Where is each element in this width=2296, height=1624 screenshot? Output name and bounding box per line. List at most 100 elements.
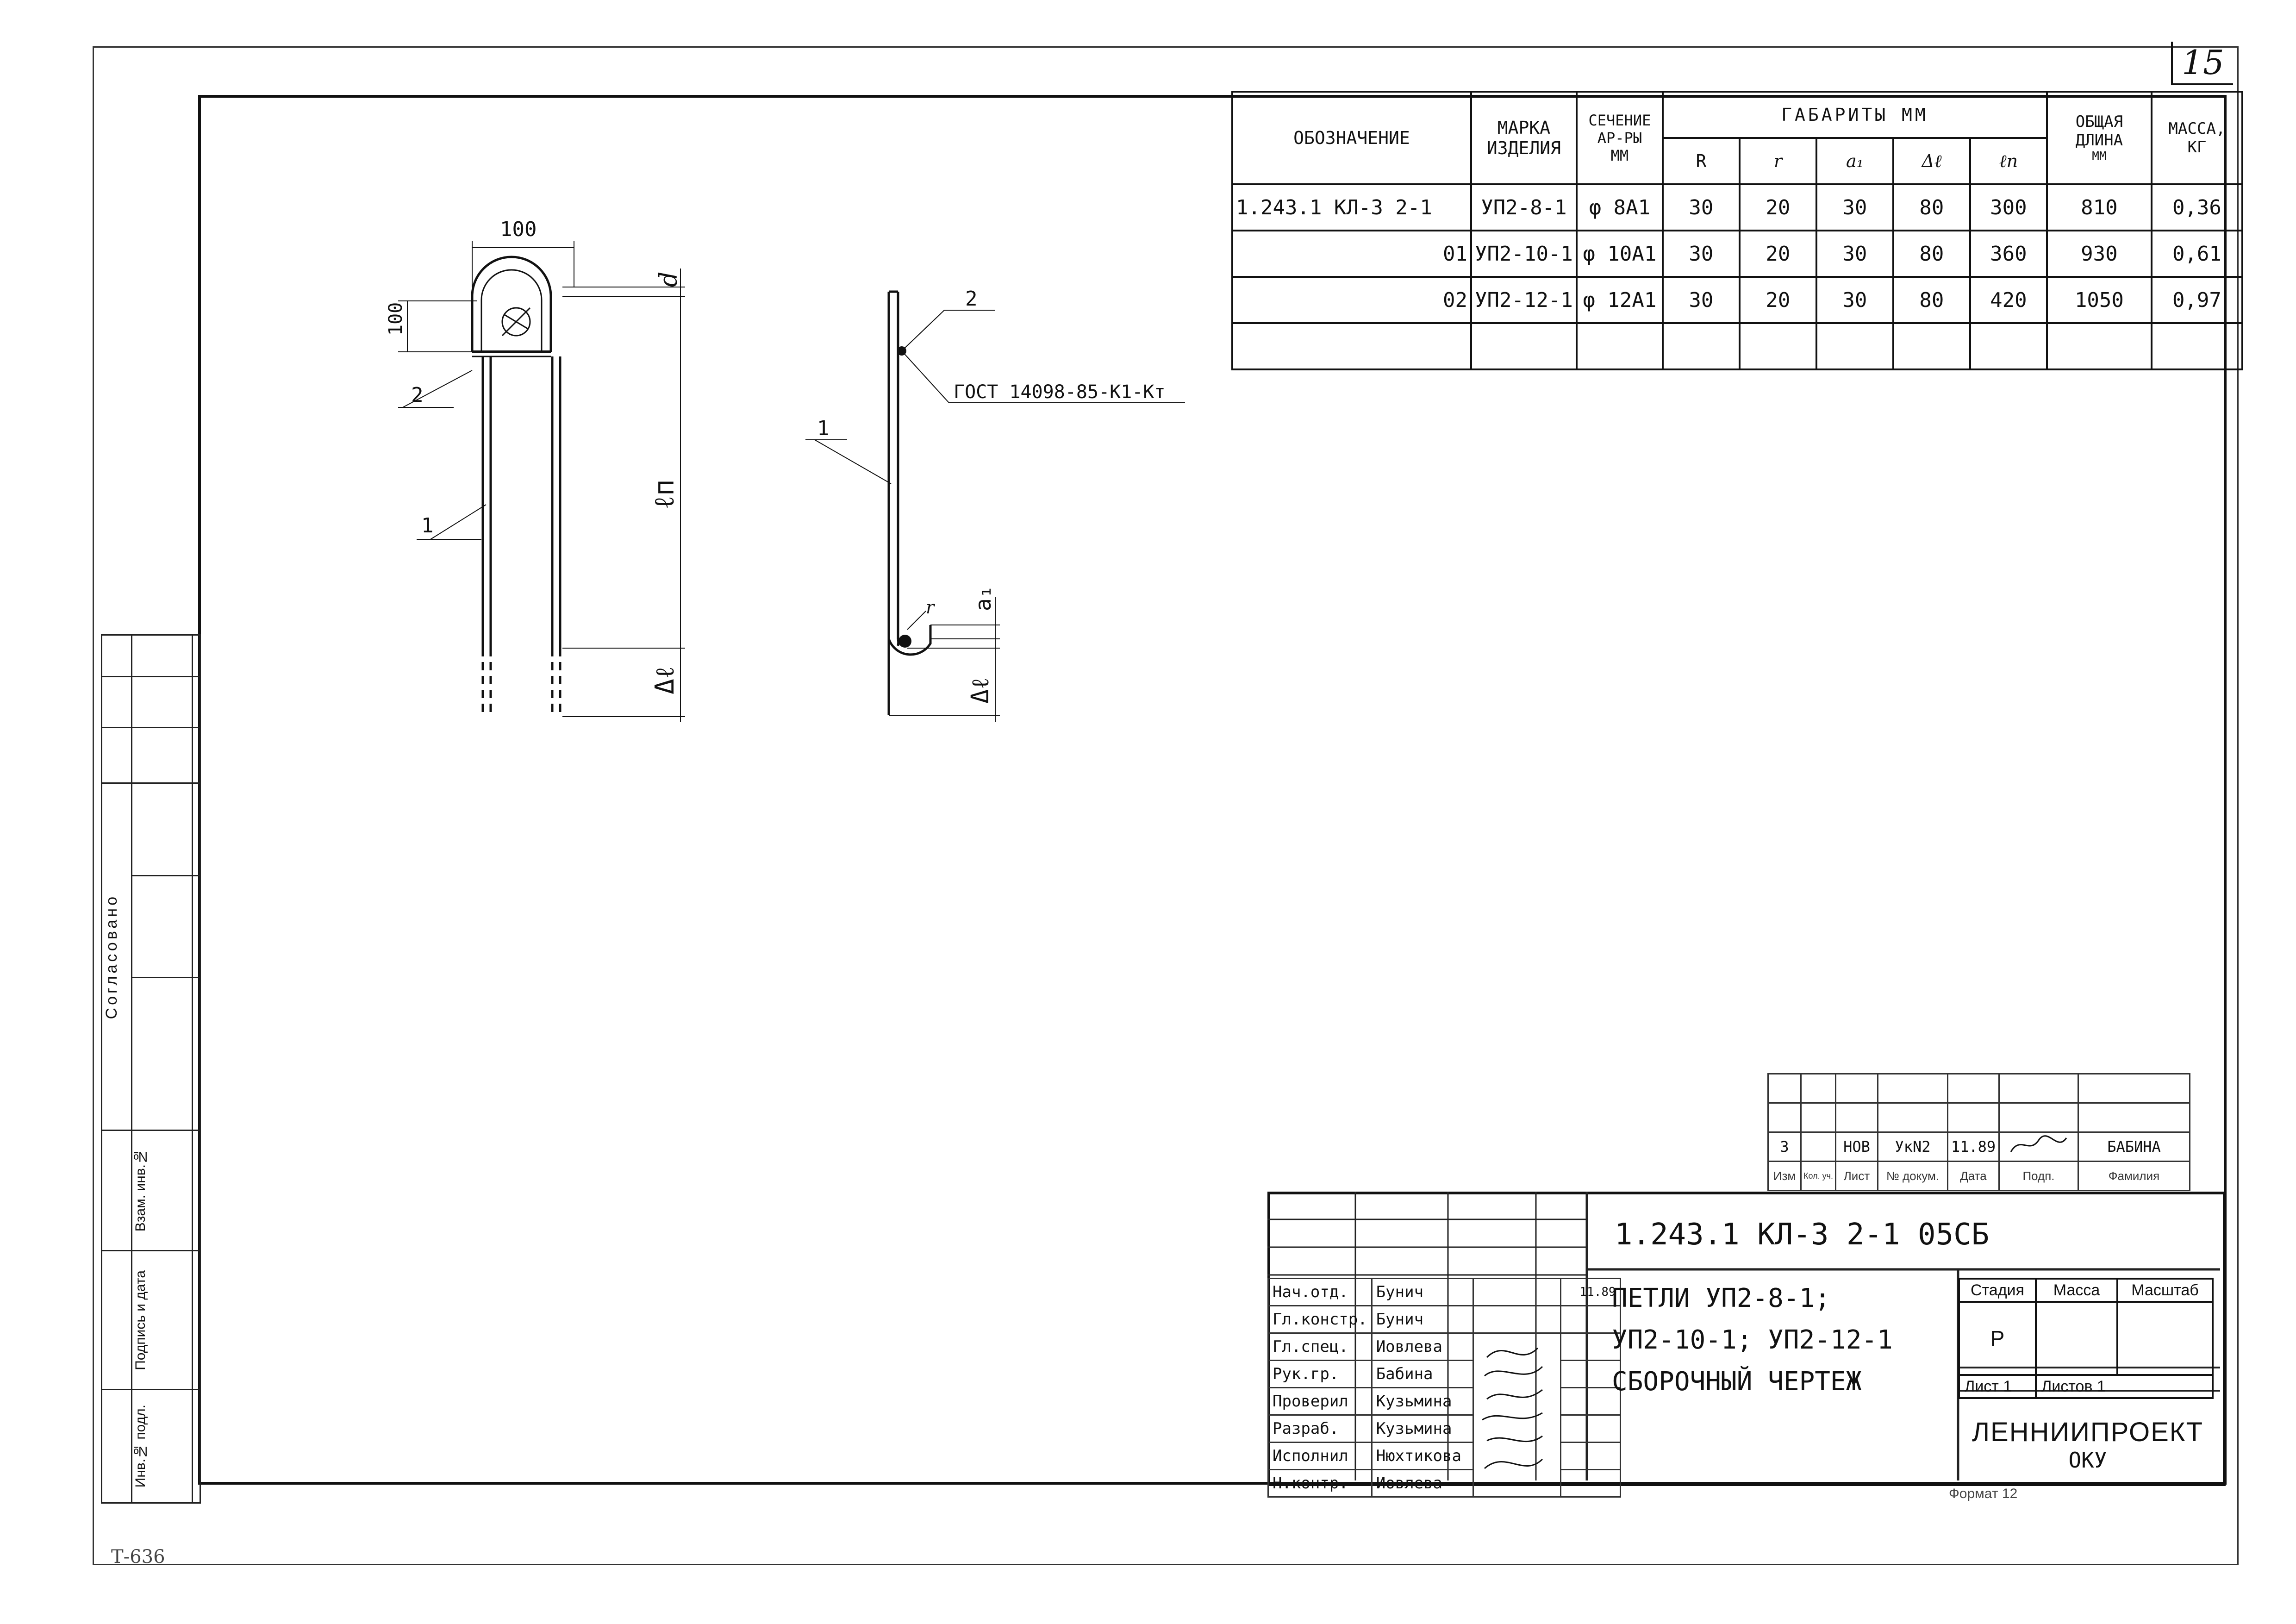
org-name: ЛЕННИИПРОЕКТ (1972, 1417, 2203, 1447)
signature-date-label: Подпись и дата (133, 1270, 148, 1370)
cell-dl: 80 (1892, 276, 1971, 324)
signer-role: Разраб. (1267, 1414, 1373, 1443)
col-mass-2: КГ (2187, 138, 2207, 156)
cell-a1: 30 (1815, 230, 1894, 278)
loop-inner-arc (480, 269, 543, 352)
loop-outer-arc (471, 256, 552, 352)
dim-d: d (655, 272, 683, 287)
dim-100-side: 100 (385, 302, 406, 336)
col-dl: Δℓ (1892, 137, 1971, 185)
cell-mark: УП2-10-1 (1470, 230, 1578, 278)
col-section-2: АР-РЫ (1597, 129, 1642, 147)
cell-r: 20 (1738, 183, 1817, 231)
cell-designation: 01 (1231, 230, 1472, 278)
signer-row: Рук.гр.Бабина (1267, 1360, 1621, 1388)
cell-mass: 0,36 (2150, 183, 2243, 231)
rev-name: БАБИНА (2077, 1131, 2190, 1162)
col-r: r (1738, 137, 1817, 185)
signer-name: Бабина (1371, 1360, 1474, 1388)
signer-role: Н.контр. (1267, 1469, 1373, 1498)
col-a1: a₁ (1815, 137, 1894, 185)
dim-dl-side: Δℓ (967, 678, 994, 704)
col-ln: ℓп (1969, 137, 2048, 185)
rev-label-doc: № докум. (1877, 1161, 1948, 1191)
sheets-value: 1 (2096, 1377, 2106, 1395)
signer-date: 11.89 (1560, 1278, 1621, 1306)
inv-replace-label: Взам. инв.№ (133, 1149, 148, 1232)
signer-name: Иовлева (1371, 1469, 1474, 1498)
stage-table: Стадия Масса Масштаб Р Лист 1 Листов 1 (1958, 1278, 2214, 1399)
cell-a1: 30 (1815, 276, 1894, 324)
pos-2-front: 2 (411, 383, 424, 407)
scale-label: Масштаб (2116, 1278, 2214, 1303)
archive-stamp-number: Т-636 (111, 1546, 165, 1568)
mass-label: Масса (2035, 1278, 2118, 1303)
col-mark-1: МАРКА (1497, 118, 1551, 138)
signer-role: Исполнил (1267, 1442, 1373, 1470)
cell-a1: 30 (1815, 183, 1894, 231)
signer-row: Нач.отд.Бунич 11.89 (1267, 1278, 1621, 1306)
cell-designation: 1.243.1 КЛ-3 2-1 (1231, 183, 1472, 231)
rev-date: 11.89 (1947, 1131, 2000, 1162)
sheets-label: Листов (2041, 1377, 2093, 1395)
signer-role: Рук.гр. (1267, 1360, 1373, 1388)
signer-name: Бунич (1371, 1278, 1474, 1306)
dim-ln: ℓп (648, 479, 680, 509)
signer-name: Бунич (1371, 1305, 1474, 1334)
table-row: 01 УП2-10-1 φ 10А1 30 20 30 80 360 930 0… (1231, 230, 2243, 278)
title-line-1: ПЕТЛИ УП2-8-1; (1612, 1283, 1831, 1313)
signers-table: Нач.отд.Бунич 11.89 Гл.констр.Бунич Гл.сп… (1267, 1278, 1621, 1498)
cell-ln: 420 (1969, 276, 2048, 324)
col-total-3: ММ (2092, 150, 2107, 163)
cell-r: 20 (1738, 276, 1817, 324)
cell-R: 30 (1661, 230, 1741, 278)
signer-name: Кузьмина (1371, 1414, 1474, 1443)
inv-orig-label: Инв.№ подл. (133, 1405, 148, 1488)
cell-r: 20 (1738, 230, 1817, 278)
cell-dl: 80 (1892, 183, 1971, 231)
signer-name: Нюхтикова (1371, 1442, 1474, 1470)
signer-role: Нач.отд. (1267, 1278, 1373, 1306)
revision-block: 3 НОВ УкN2 11.89 БАБИНА Изм Кол. уч. Лис… (1767, 1073, 2190, 1191)
rev-doc: УкN2 (1877, 1131, 1948, 1162)
col-mass-1: МАССА, (2168, 119, 2226, 138)
signer-role: Гл.констр. (1267, 1305, 1373, 1334)
col-total-2: ДЛИНА (2075, 131, 2123, 150)
signer-row: Разраб.Кузьмина (1267, 1414, 1621, 1443)
col-mark-2: ИЗДЕЛИЯ (1486, 138, 1561, 158)
rev-sign (1998, 1131, 2079, 1162)
table-row: 02 УП2-12-1 φ 12А1 30 20 30 80 420 1050 … (1231, 276, 2243, 324)
signature-image (2010, 1135, 2067, 1152)
cell-ln: 360 (1969, 230, 2048, 278)
outer-frame (93, 46, 2239, 1565)
title-line-3: СБОРОЧНЫЙ ЧЕРТЕЖ (1612, 1367, 1862, 1397)
document-code: 1.243.1 КЛ-3 2-1 05СБ (1615, 1218, 1990, 1252)
signer-role: Проверил (1267, 1387, 1373, 1416)
cell-R: 30 (1661, 183, 1741, 231)
left-approval-stamp: Согласовано Взам. инв.№ Подпись и дата И… (101, 634, 201, 1504)
agreed-label: Согласовано (103, 894, 120, 1019)
stage-value: Р (1958, 1301, 2037, 1376)
signer-row: Гл.спец.Иовлева (1267, 1332, 1621, 1498)
sheet-number: 15 (2171, 42, 2233, 85)
rev-change: 3 (1767, 1131, 1802, 1162)
dim-a1: a₁ (971, 586, 996, 611)
cell-section: φ 10А1 (1575, 230, 1664, 278)
org-dept: ОКУ (2068, 1448, 2107, 1473)
col-dims: ГАБАРИТЫ ММ (1661, 91, 2048, 139)
rev-label-name: Фамилия (2077, 1161, 2190, 1191)
stage-label: Стадия (1958, 1278, 2037, 1303)
dim-r: r (926, 597, 936, 618)
rev-sheet: НОВ (1834, 1131, 1878, 1162)
col-designation: ОБОЗНАЧЕНИЕ (1231, 91, 1472, 185)
col-R: R (1661, 137, 1741, 185)
rev-label-date: Дата (1947, 1161, 2000, 1191)
pos-1-front: 1 (421, 514, 434, 537)
cell-mark: УП2-8-1 (1470, 183, 1578, 231)
format-label: Формат 12 (1949, 1486, 2018, 1501)
gost-label: ГОСТ 14098-85-К1-Кт (954, 381, 1166, 403)
cell-total: 1050 (2046, 276, 2152, 324)
